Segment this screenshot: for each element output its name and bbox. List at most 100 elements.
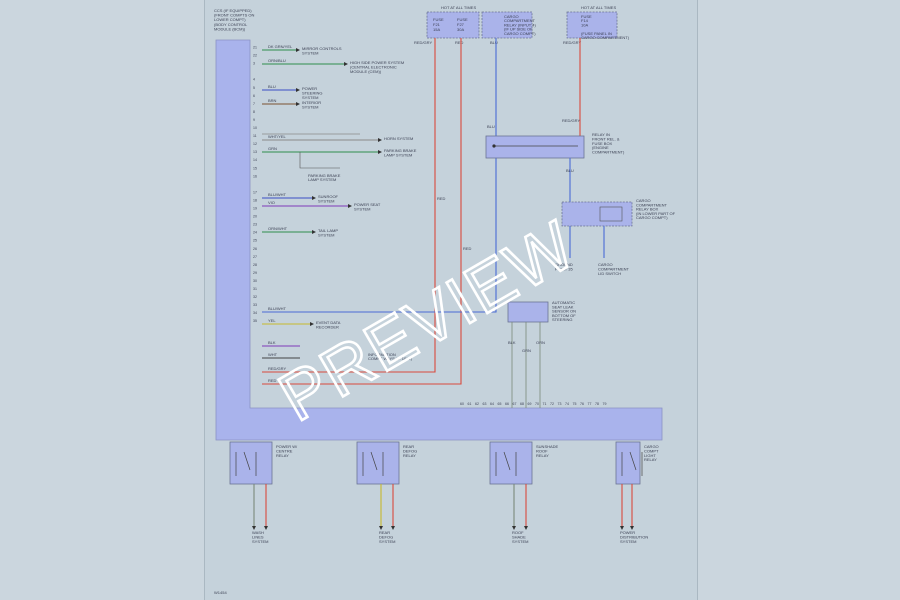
branch-system-label: LAMP SYSTEM <box>384 152 412 157</box>
connector-arrow <box>344 62 348 66</box>
module-pin-label: 11 <box>253 134 257 138</box>
bus-pin-label: 77 <box>588 402 592 406</box>
relay-bottom-label: POWER W/ <box>276 444 298 449</box>
module-pin-label: 9 <box>253 118 255 122</box>
branch-system-label: (CENTRAL ELECTRONIC <box>350 64 397 69</box>
module-pin-label: 8 <box>253 110 255 114</box>
relay-label: RELAY IN <box>592 132 610 137</box>
wire-code: RED/GRY <box>414 40 432 45</box>
module-title-text: LOWER COMPT) <box>214 17 246 22</box>
ground-system-label: SYSTEM <box>512 539 528 544</box>
sensor-label: STEERING <box>552 317 572 322</box>
splice-line <box>299 152 340 169</box>
branch-system-label: SYSTEM <box>302 104 318 109</box>
module-title-text: (BODY CONTROL <box>214 22 248 27</box>
branch-system-label: INFORMATION <box>368 352 396 357</box>
relay-label: FRONT REL. & <box>592 136 620 141</box>
ground-system-label: WASH <box>252 530 264 535</box>
branch-wire-code: BLU/WHT <box>268 306 287 311</box>
connector-arrow <box>524 526 528 530</box>
bus-pin-label: 66 <box>505 402 509 406</box>
wire-code: BLU <box>490 40 498 45</box>
top-box-text: CARGO <box>504 14 519 19</box>
relay-bottom-label: COMPT <box>644 448 659 453</box>
bus-pin-label: 76 <box>580 402 584 406</box>
branch-wire-code: RED/GRY <box>268 366 286 371</box>
module-title-text: (FRONT COMPTS ON <box>214 13 254 18</box>
sensor-label: BOTTOM OF <box>552 313 576 318</box>
engine-relay-box <box>485 135 585 159</box>
wire-red-2 <box>262 38 462 385</box>
bus-pin-label: 63 <box>483 402 487 406</box>
ground-label: POINT 35 <box>555 266 573 271</box>
bus-pin-label: 78 <box>595 402 599 406</box>
connector-arrow <box>630 526 634 530</box>
module-pin-label: 33 <box>253 303 257 307</box>
module-l-frame <box>215 39 663 441</box>
module-pin-label: 16 <box>253 174 257 178</box>
connector-arrow <box>296 88 300 92</box>
module-pin-label: 6 <box>253 94 255 98</box>
branch-wire-code: BLU <box>268 84 276 89</box>
module-pin-label: 29 <box>253 271 257 275</box>
relay-bottom-label: DEFOG <box>403 448 417 453</box>
relay-bottom-label: CARGO <box>644 444 659 449</box>
relay-4 <box>615 441 641 485</box>
bus-pin-label: 72 <box>550 402 554 406</box>
relay-3 <box>489 441 533 485</box>
splice-label: LAMP SYSTEM <box>308 177 336 182</box>
branch-wire-code: DK GRN/YEL <box>268 44 293 49</box>
bus-pin-label: 67 <box>513 402 517 406</box>
fuse-text: FUSE <box>433 17 444 22</box>
relay-switch <box>629 451 637 471</box>
connector-arrow <box>310 322 314 326</box>
module-pin-label: 23 <box>253 223 257 227</box>
top-box-text: CARGO COMPARTMENT) <box>581 35 630 40</box>
branch-system-label: PARKING BRAKE <box>384 148 417 153</box>
relay-bottom-label: LIGHT <box>644 453 656 458</box>
branch-system-label: HORN SYSTEM <box>384 136 413 141</box>
wire-code: BLU <box>566 168 574 173</box>
module-title-text: MODULE (BCM)) <box>214 26 246 31</box>
connector-arrow <box>379 526 383 530</box>
branch-wire-code: BLK <box>268 340 276 345</box>
ground-label: CARGO <box>598 262 613 267</box>
cargo-relay-label: (IN LOWER PART OF <box>636 211 676 216</box>
connector-arrow <box>296 102 300 106</box>
relay-bottom-label: SUNSHADE <box>536 444 559 449</box>
bus-pin-label: 74 <box>565 402 569 406</box>
connector-arrow <box>620 526 624 530</box>
connector-arrow <box>264 526 268 530</box>
wire-code: RED <box>463 246 472 251</box>
connector-arrow <box>296 48 300 52</box>
bus-pin-label: 75 <box>573 402 577 406</box>
cargo-relay-label: RELAY BOX <box>636 207 659 212</box>
branch-system-label: POWER SEAT <box>354 202 381 207</box>
top-box-text: CARGO COMPT) <box>504 31 536 36</box>
branch-wire-code: RED <box>268 378 277 383</box>
module-pin-label: 22 <box>253 54 257 58</box>
relay-2 <box>356 441 400 485</box>
branch-system-label: INTERIOR <box>302 100 321 105</box>
top-box-text: (FUSE PANEL IN <box>581 31 612 36</box>
branch-system-label: TAIL LAMP <box>318 228 338 233</box>
branch-wire-code: BRN <box>268 98 277 103</box>
relay-switch <box>243 451 251 471</box>
relay-bottom-label: ROOF <box>536 448 548 453</box>
branch-wire-code: VIO <box>268 200 275 205</box>
relay-bottom-label: RELAY <box>644 457 657 462</box>
connector-arrow <box>378 150 382 154</box>
fuse-text: 15A <box>433 27 440 32</box>
module-pin-label: 15 <box>253 166 257 170</box>
bus-pin-label: 64 <box>490 402 494 406</box>
module-pin-label: 31 <box>253 287 257 291</box>
fuse-text: FUSE <box>457 17 468 22</box>
branch-system-label: EVENT DATA <box>316 320 341 325</box>
module-pin-label: 19 <box>253 207 257 211</box>
bus-pin-label: 62 <box>475 402 479 406</box>
ground-system-label: ROOF <box>512 530 524 535</box>
module-pin-label: 34 <box>253 311 257 315</box>
module-pin-label: 30 <box>253 279 257 283</box>
wire-code: ORN <box>536 340 545 345</box>
